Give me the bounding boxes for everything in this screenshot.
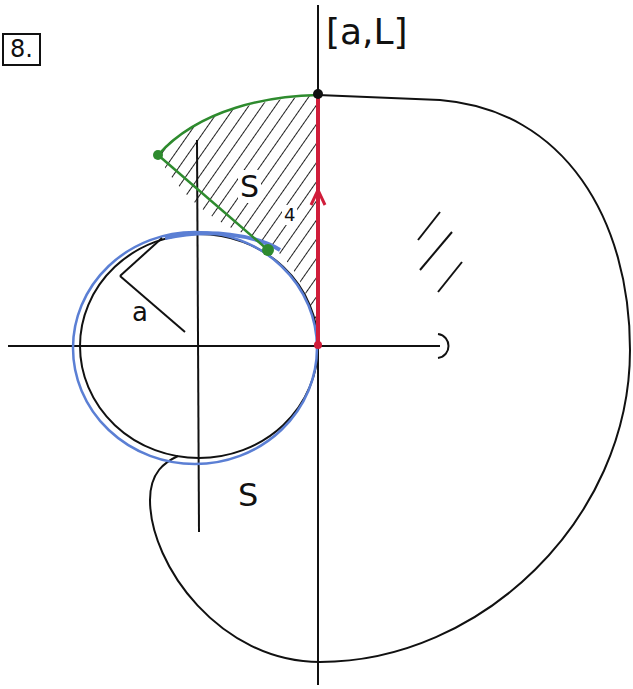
radius-line: [120, 276, 185, 332]
hatch-marks: [418, 212, 462, 292]
problem-number: 8.: [10, 36, 33, 62]
red-segment: [316, 95, 320, 345]
math-label: S: [238, 478, 258, 513]
blue-circle: [73, 232, 317, 464]
vertical-line: [197, 140, 199, 532]
hatched-region: [158, 95, 318, 330]
math-label: [a,L]: [326, 12, 408, 52]
green-dot: [153, 150, 163, 160]
math-label: 4: [282, 205, 297, 225]
math-label: S: [238, 170, 261, 203]
green-dot: [262, 244, 274, 256]
green-curve: [158, 95, 318, 155]
math-label: a: [132, 298, 148, 327]
outline-stroke: [120, 238, 162, 276]
red-arrow: [311, 190, 325, 205]
red-dot: [314, 341, 322, 349]
large-curve: [150, 95, 630, 662]
black-dot: [313, 89, 323, 99]
problem-number-box: 8.: [2, 33, 41, 66]
green-line: [158, 155, 268, 250]
arrow-head: [438, 334, 449, 358]
